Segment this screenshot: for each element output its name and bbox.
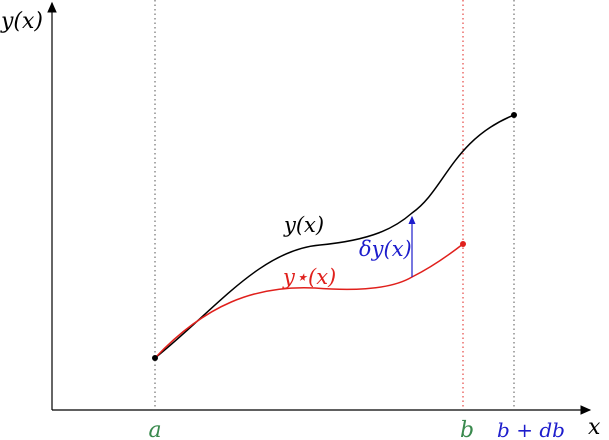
curve-y-star <box>154 243 464 359</box>
curve-y-star-label: y⋆(x) <box>282 265 336 289</box>
curve-y-label: y(x) <box>283 213 324 237</box>
curve-y <box>154 114 515 359</box>
variation-label: δy(x) <box>359 237 412 261</box>
y-axis-label: y(x) <box>0 9 43 34</box>
tick-label-a: a <box>148 418 161 440</box>
tick-label-b: b <box>460 418 474 440</box>
x-axis-label: x <box>588 415 601 440</box>
tick-label-b-plus-db: b + db <box>497 418 565 440</box>
end-point-y <box>511 112 517 118</box>
end-point-y-star <box>460 241 466 247</box>
start-point <box>152 355 158 361</box>
